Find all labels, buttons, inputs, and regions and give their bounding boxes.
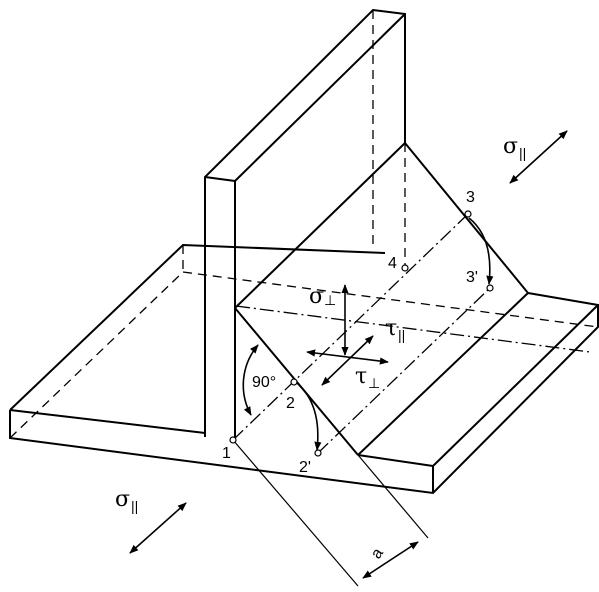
point-3-label: 3: [466, 189, 475, 206]
tau-perp-label: τ ⊥: [355, 364, 380, 391]
base-plate: [9, 243, 599, 495]
svg-text:⊥: ⊥: [368, 375, 380, 391]
point-2: [290, 378, 298, 386]
sigma-perp-label: σ ⊥: [309, 284, 336, 309]
points: 1 2 2' 3 3' 4: [222, 189, 494, 476]
point-4-label: 4: [388, 255, 397, 272]
point-1: [229, 436, 237, 444]
vertical-plate: [204, 8, 406, 437]
svg-text:τ: τ: [355, 364, 367, 389]
point-3prime-label: 3': [466, 269, 478, 286]
point-2prime: [314, 449, 322, 457]
sigma-parallel-bottom: σ ||: [115, 487, 187, 554]
dimension-a: a: [232, 439, 429, 587]
tau-parallel-label: τ ||: [385, 316, 405, 343]
rotation-arrows: [296, 217, 494, 451]
point-3prime: [486, 284, 494, 292]
point-3: [464, 210, 472, 218]
point-2prime-label: 2': [299, 459, 311, 476]
point-4: [401, 264, 409, 272]
svg-text:||: ||: [519, 145, 526, 161]
svg-text:σ: σ: [309, 284, 324, 309]
point-2-label: 2: [286, 395, 295, 412]
svg-text:||: ||: [131, 498, 138, 514]
sigma-parallel-top: σ ||: [503, 130, 568, 184]
dimension-a-label: a: [368, 545, 387, 562]
svg-text:⊥: ⊥: [324, 292, 336, 308]
svg-text:||: ||: [398, 327, 405, 343]
svg-text:σ: σ: [503, 134, 518, 159]
stress-arrows: [306, 284, 389, 386]
fillet-weld: [232, 142, 591, 456]
svg-text:τ: τ: [385, 316, 397, 341]
point-1-label: 1: [222, 445, 231, 462]
angle-90: 90°: [242, 344, 276, 416]
svg-text:σ: σ: [115, 487, 130, 512]
angle-90-label: 90°: [252, 374, 276, 391]
